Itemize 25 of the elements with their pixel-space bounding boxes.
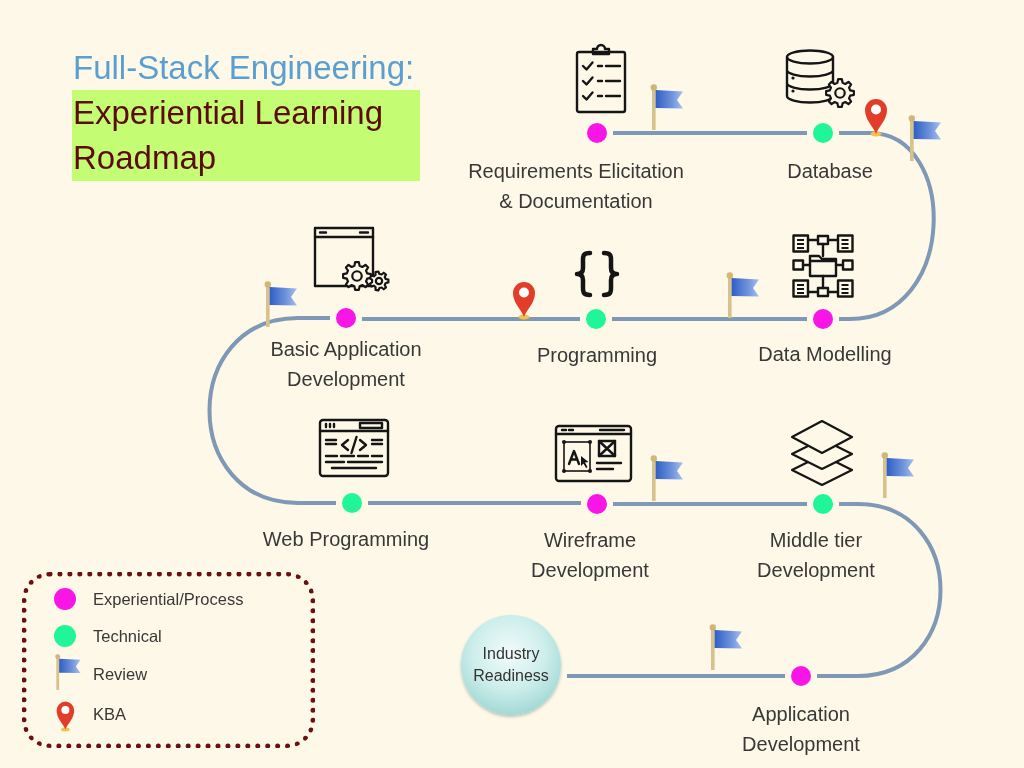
legend-label: KBA [93,704,127,725]
route-line [368,501,581,505]
route-line [817,502,943,678]
subtitle: Experiential Learning Roadmap [72,90,420,181]
legend-label: Technical [93,626,162,647]
stage-label: Wireframe Development [530,528,650,583]
stage-label: Middle tier Development [756,528,876,583]
stage-label: Requirements Elicitation & Documentation [467,159,685,214]
route-line [567,674,785,678]
legend-label: Experiential/Process [93,589,244,610]
stage-label: Basic Application Development [269,337,423,392]
stage-label: Web Programming [262,527,430,552]
title: Full-Stack Engineering: [73,48,415,88]
route-line [207,316,336,505]
stage-label: Programming [537,343,657,368]
route-line [613,131,807,135]
stage-label: Data Modelling [758,342,892,367]
node-label: Industry Readiness [472,644,550,686]
route-line [613,502,807,506]
route-line [612,317,807,321]
route-line [839,131,936,321]
stage-label: Database [787,159,873,184]
route-line [362,317,580,321]
legend-label: Review [93,664,148,685]
stage-label: Application Development [741,702,861,757]
